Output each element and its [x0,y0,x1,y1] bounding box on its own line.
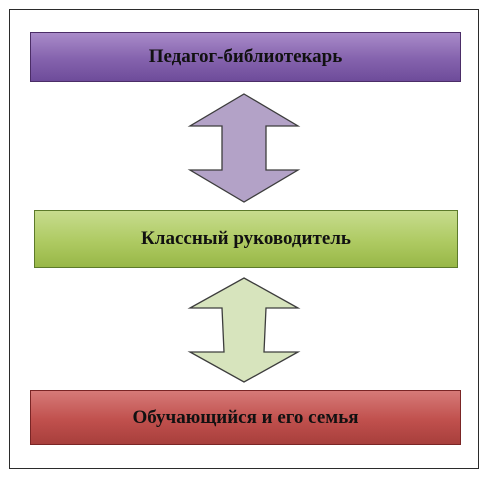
double-arrow-top-shape [187,93,301,203]
node-student-and-family-label: Обучающийся и его семья [132,406,359,428]
double-arrow-icon-bottom [187,277,301,383]
node-teacher-librarian-label: Педагог-библиотекарь [148,46,343,67]
double-arrow-bottom-shape [187,277,301,383]
node-class-teacher-label: Классный руководитель [141,228,351,249]
double-arrow-icon-top [187,93,301,203]
node-class-teacher: Классный руководитель [34,210,458,268]
node-student-and-family: Обучающийся и его семья [30,390,461,445]
node-teacher-librarian: Педагог-библиотекарь [30,32,461,82]
